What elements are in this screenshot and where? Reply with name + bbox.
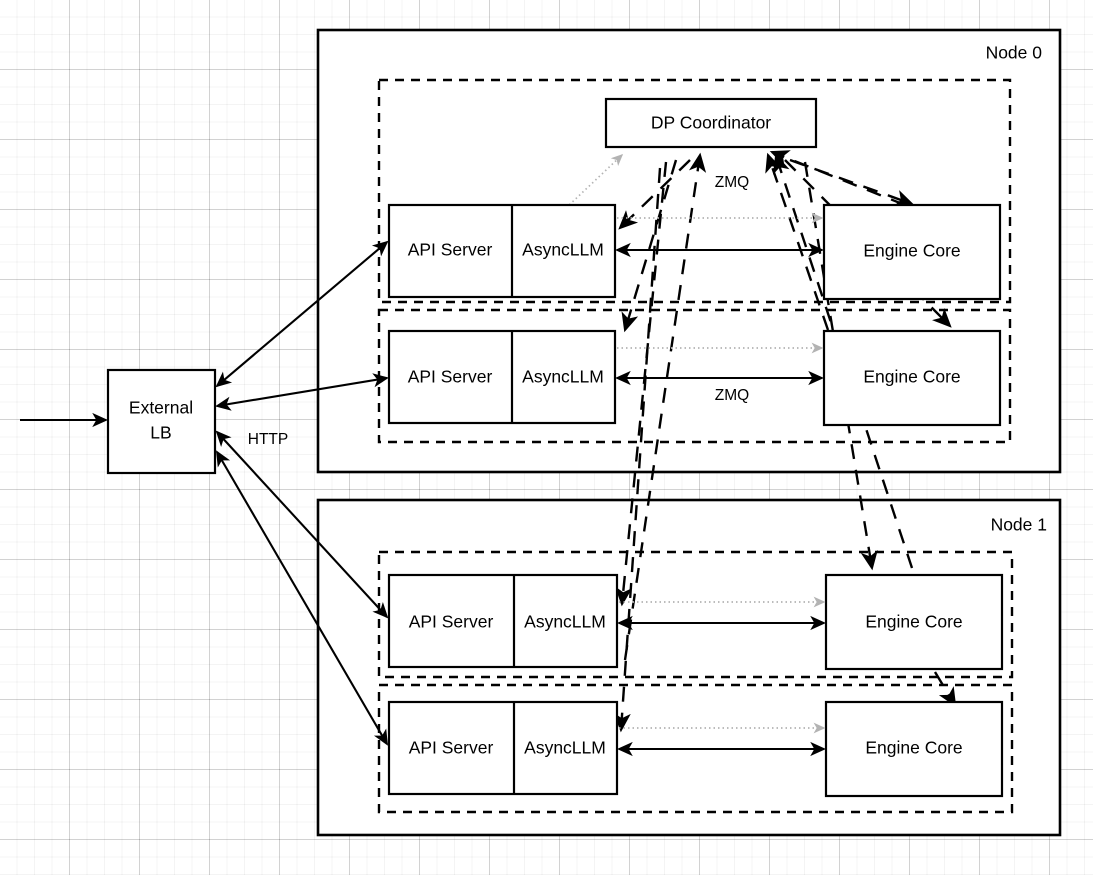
engine-core-rect-n1r0[interactable] [824,573,1004,671]
edge-coordinator-to-asyncllm-n0r0 [618,159,691,230]
server-box-node0-rank0[interactable]: API Server AsyncLLM [387,203,617,299]
rank-node1-rank0: API Server AsyncLLM Engine Core [387,573,1004,671]
server-box-node1-rank1[interactable]: API Server AsyncLLM [387,700,619,796]
edge-coordinator-to-engine-n1r1 [933,671,957,708]
api-server-label-n1r0: API Server [409,612,494,632]
engine-core-box-n1r1[interactable]: Engine Core [824,700,1004,798]
external-lb-label-line2: LB [150,423,171,443]
edge-coordinator-to-engine-n0r0 [789,158,915,207]
server-box-node1-rank0[interactable]: API Server AsyncLLM [387,573,619,669]
http-label: HTTP [248,431,288,448]
zmq-engine-label-n0r1: ZMQ [715,387,749,404]
api-server-label-n0r1: API Server [408,367,493,387]
asyncllm-label-n0r0: AsyncLLM [522,240,604,260]
rank-group-node1-rank1 [377,683,1014,814]
asyncllm-label-n1r1: AsyncLLM [524,738,606,758]
api-server-asyncllm-rect-n1r1[interactable] [387,700,619,796]
server-box-node0-rank1[interactable]: API Server AsyncLLM [387,329,617,425]
edge-lb-to-api-n0r1 [215,373,389,411]
engine-core-box-n0r1[interactable]: Engine Core [822,329,1002,427]
edge-coordinator-to-engine-n1r0 [803,161,878,571]
edge-engine-n0r1-to-coordinator [765,152,830,331]
engine-core-rect-n0r0[interactable] [822,203,1002,301]
rank-group-node0-rank0 [377,78,1012,304]
engine-core-box-n0r0[interactable]: Engine Core [822,203,1002,301]
dp-coordinator-label: DP Coordinator [651,113,771,133]
node-1-label: Node 1 [991,515,1047,535]
engine-core-label-n1r0: Engine Core [865,612,962,632]
engine-core-rect-n0r1[interactable] [822,329,1002,427]
engine-core-label-n1r1: Engine Core [865,738,962,758]
external-lb-box[interactable]: External LB [106,368,217,475]
rank-node0-rank1: API Server AsyncLLM Engine Core ZMQ [387,329,1002,427]
rank-node1-rank1: API Server AsyncLLM Engine Core [387,700,1004,798]
asyncllm-label-n0r1: AsyncLLM [522,367,604,387]
external-lb-label-line1: External [129,398,193,418]
zmq-coordinator-label: ZMQ [715,174,749,191]
engine-core-label-n0r1: Engine Core [863,367,960,387]
external-lb-rect[interactable] [106,368,217,475]
api-server-asyncllm-rect-n1r0[interactable] [387,573,619,669]
edge-lb-to-api-n0r0 [215,240,389,388]
node-0-label: Node 0 [986,43,1043,63]
asyncllm-label-n1r0: AsyncLLM [524,612,606,632]
rank-node0-rank0: API Server AsyncLLM Engine Core [387,203,1002,301]
engine-core-box-n1r0[interactable]: Engine Core [824,573,1004,671]
dp-coordinator-box[interactable]: DP Coordinator [604,97,818,149]
http-edges: HTTP [215,240,389,746]
rank-group-node1-rank0 [377,550,1014,679]
edge-lb-to-api-n1r1 [216,450,388,746]
edge-coordinator-to-asyncllm-n1r1 [613,167,662,733]
api-server-label-n1r1: API Server [409,738,494,758]
api-server-asyncllm-rect-n0r1[interactable] [387,329,617,425]
api-server-label-n0r0: API Server [408,240,493,260]
api-server-asyncllm-rect-n0r0[interactable] [387,203,617,299]
edge-asyncllm-n1r0-to-coordinator [623,152,707,661]
engine-core-rect-n1r1[interactable] [824,700,1004,798]
edge-asyncllm-n0r0-to-coordinator-dotted [565,153,624,209]
dp-coordinator-rect[interactable] [604,97,818,149]
engine-core-label-n0r0: Engine Core [863,241,960,261]
